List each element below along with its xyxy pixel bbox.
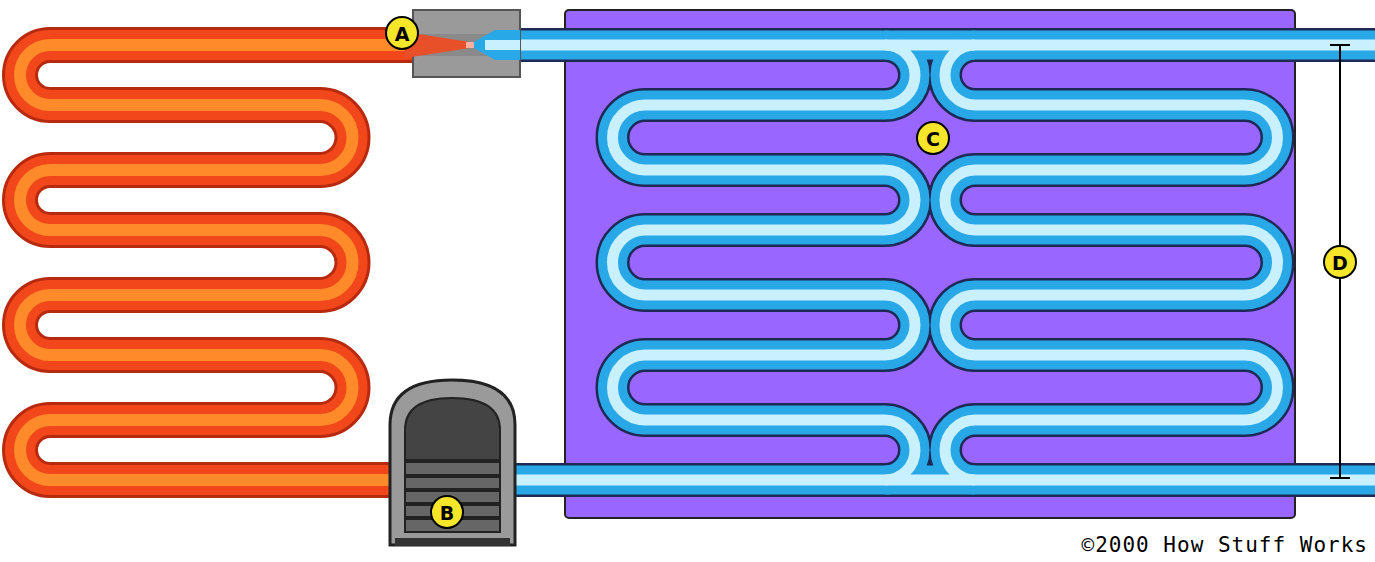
- callout-circles: [386, 17, 1356, 528]
- callout-letter: C: [926, 130, 940, 149]
- expansion-valve: [405, 10, 520, 77]
- evaporator-coil: [490, 45, 1375, 480]
- dimension-line: [1330, 45, 1350, 478]
- evaporator-panel: [565, 10, 1295, 518]
- compressor: [390, 380, 515, 546]
- callout-letter: B: [440, 504, 454, 523]
- copyright-note: ©2000 How Stuff Works: [1081, 535, 1368, 556]
- condenser-coil: [20, 45, 440, 480]
- callout-letter: D: [1332, 254, 1348, 273]
- callout-letter: A: [395, 25, 410, 44]
